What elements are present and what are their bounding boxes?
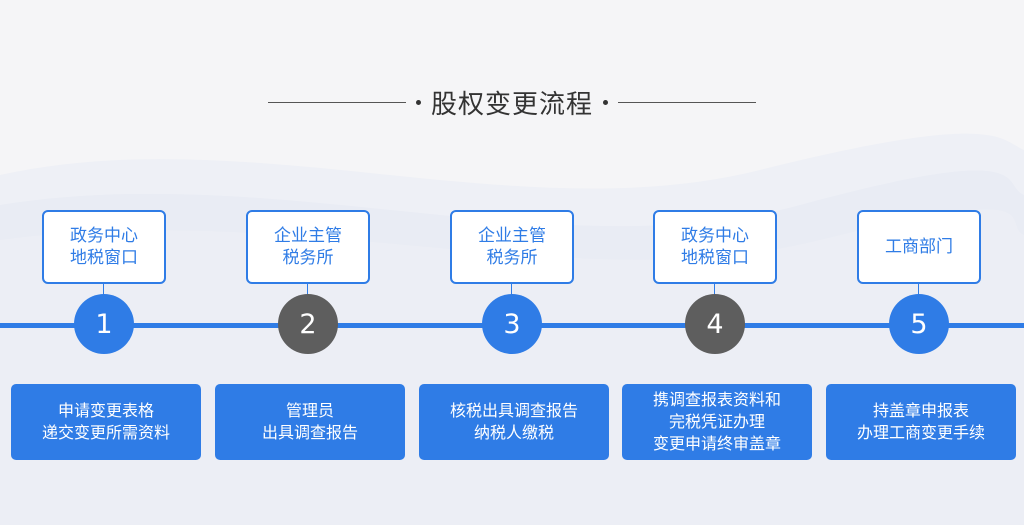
title-line-left	[267, 101, 406, 103]
action-box: 申请变更表格 递交变更所需资料	[11, 384, 201, 460]
step-number-circle: 2	[278, 294, 338, 354]
connector-line	[511, 284, 512, 300]
title-dot-right	[603, 99, 608, 105]
step-5: 工商部门 5 持盖章申报表 办理工商变更手续	[826, 210, 1016, 460]
step-number-circle: 1	[74, 294, 134, 354]
action-box: 核税出具调查报告 纳税人缴税	[419, 384, 609, 460]
step-1: 政务中心 地税窗口 1 申请变更表格 递交变更所需资料	[11, 210, 201, 460]
department-box: 工商部门	[857, 210, 981, 284]
department-box: 企业主管 税务所	[450, 210, 574, 284]
step-4: 政务中心 地税窗口 4 携调查报表资料和 完税凭证办理 变更申请终审盖章	[622, 210, 812, 460]
connector-line	[918, 284, 919, 300]
step-number-circle: 4	[685, 294, 745, 354]
step-number-circle: 3	[482, 294, 542, 354]
page-title: 股权变更流程	[430, 89, 593, 120]
connector-line	[103, 284, 104, 300]
department-box: 政务中心 地税窗口	[653, 210, 777, 284]
step-2: 企业主管 税务所 2 管理员 出具调查报告	[215, 210, 405, 460]
title-row: 股权变更流程	[0, 82, 1024, 122]
step-3: 企业主管 税务所 3 核税出具调查报告 纳税人缴税	[419, 210, 609, 460]
action-box: 管理员 出具调查报告	[215, 384, 405, 460]
title-dot-left	[415, 99, 421, 105]
connector-line	[714, 284, 715, 300]
action-box: 携调查报表资料和 完税凭证办理 变更申请终审盖章	[622, 384, 812, 460]
title-line-right	[618, 101, 756, 103]
connector-line	[307, 284, 308, 300]
action-box: 持盖章申报表 办理工商变更手续	[826, 384, 1016, 460]
department-box: 政务中心 地税窗口	[42, 210, 166, 284]
department-box: 企业主管 税务所	[246, 210, 370, 284]
step-number-circle: 5	[889, 294, 949, 354]
